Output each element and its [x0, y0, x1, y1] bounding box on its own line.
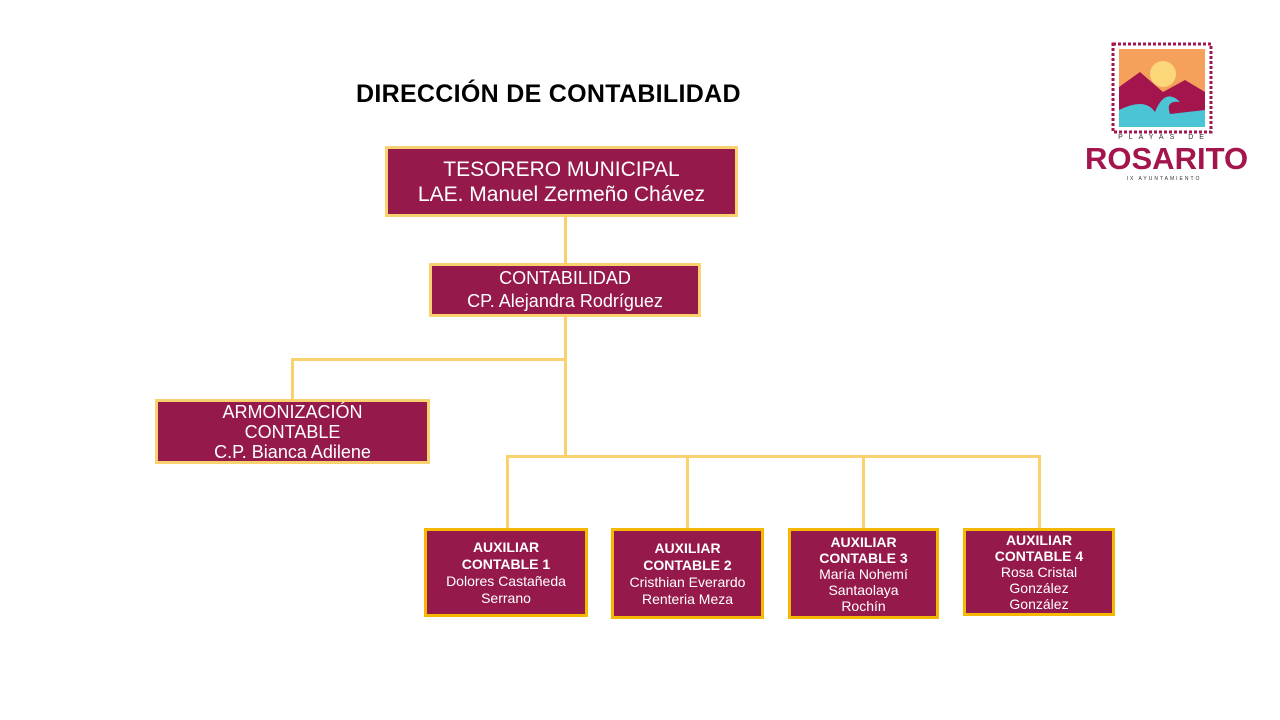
node-auxiliar-1: AUXILIAR CONTABLE 1 Dolores Castañeda Se… — [424, 528, 588, 617]
node-role: CONTABLE 2 — [643, 556, 732, 573]
node-armonizacion: ARMONIZACIÓN CONTABLE C.P. Bianca Adilen… — [155, 399, 430, 464]
node-name: C.P. Bianca Adilene — [214, 441, 371, 462]
node-role: AUXILIAR — [472, 538, 540, 555]
logo-text-top: PLAYAS DE — [1118, 134, 1210, 141]
node-name: CP. Alejandra Rodríguez — [467, 291, 663, 311]
node-name: Renteria Meza — [641, 590, 734, 607]
node-auxiliar-3: AUXILIAR CONTABLE 3 María Nohemí Santaol… — [788, 528, 939, 619]
logo-text-sub: IX AYUNTAMIENTO — [1126, 176, 1202, 182]
logo-emblem-icon — [1111, 42, 1213, 134]
node-name: LAE. Manuel Zermeño Chávez — [417, 182, 706, 206]
node-role: CONTABILIDAD — [499, 268, 631, 288]
connector — [564, 216, 567, 263]
rosarito-logo: PLAYAS DE ROSARITO IX AYUNTAMIENTO — [1085, 42, 1249, 184]
node-auxiliar-2: AUXILIAR CONTABLE 2 Cristhian Everardo R… — [611, 528, 764, 619]
node-name: González — [1009, 596, 1069, 612]
node-role: AUXILIAR — [1005, 532, 1073, 548]
node-role: AUXILIAR — [830, 533, 897, 550]
node-name: Rosa Cristal — [1000, 564, 1078, 580]
node-role: AUXILIAR — [654, 539, 721, 556]
connector — [564, 317, 567, 457]
node-name: Dolores Castañeda — [446, 572, 566, 589]
node-name: Cristhian Everardo — [629, 573, 746, 590]
node-role: CONTABLE 3 — [819, 549, 908, 566]
node-name: Serrano — [481, 589, 531, 606]
connector — [506, 455, 509, 528]
connector — [686, 455, 689, 528]
logo-text-name: ROSARITO — [1085, 141, 1249, 176]
node-role: CONTABLE — [244, 421, 341, 442]
connector — [291, 358, 294, 399]
node-name: Santaolaya — [828, 581, 899, 598]
connector — [1038, 455, 1041, 528]
connector — [506, 455, 1040, 458]
node-role: ARMONIZACIÓN — [222, 401, 363, 422]
page-title: DIRECCIÓN DE CONTABILIDAD — [356, 80, 741, 108]
node-role: CONTABLE 4 — [994, 548, 1084, 564]
node-contabilidad: CONTABILIDAD CP. Alejandra Rodríguez — [429, 263, 701, 317]
connector — [862, 455, 865, 528]
connector — [291, 358, 567, 361]
node-name: González — [1009, 580, 1069, 596]
node-name: María Nohemí — [819, 565, 908, 582]
node-tesorero: TESORERO MUNICIPAL LAE. Manuel Zermeño C… — [385, 146, 738, 217]
node-auxiliar-4: AUXILIAR CONTABLE 4 Rosa Cristal Gonzále… — [963, 528, 1115, 616]
node-role: CONTABLE 1 — [461, 555, 551, 572]
node-role: TESORERO MUNICIPAL — [443, 157, 680, 181]
node-name: Rochín — [841, 597, 886, 614]
